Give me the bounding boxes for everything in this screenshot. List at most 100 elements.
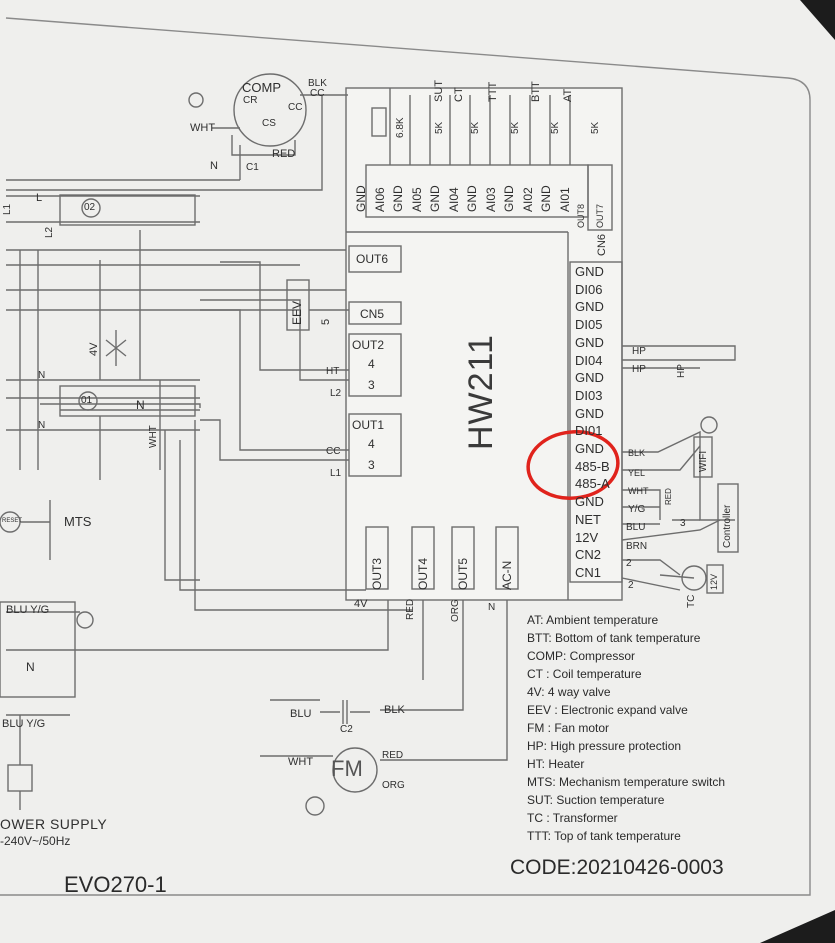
resistor-label: 6.8K bbox=[395, 117, 406, 138]
eev-label: EEV bbox=[290, 300, 304, 325]
thermistor-5k-2: 5K bbox=[470, 121, 481, 134]
left-l2-label: L2 bbox=[44, 226, 55, 238]
left-l1-label: L1 bbox=[2, 203, 13, 215]
bottom-n-label: N bbox=[488, 602, 496, 613]
top-pin-label: GND bbox=[354, 185, 368, 212]
eev-pins-label: 5 bbox=[320, 318, 332, 325]
relay-01-label: 01 bbox=[81, 395, 93, 406]
wire-brn-label: BRN bbox=[626, 541, 648, 552]
fan-label: FM bbox=[331, 756, 363, 781]
fan-org-label: ORG bbox=[382, 780, 405, 791]
top-pin-label: AI05 bbox=[409, 187, 424, 212]
thermistor-5k-3: 5K bbox=[510, 121, 521, 134]
wires bbox=[0, 73, 739, 816]
comp-wht-label: WHT bbox=[190, 122, 216, 134]
right-pin-label: GND bbox=[575, 299, 604, 315]
comp-cc-label: CC bbox=[288, 102, 303, 113]
top-pin-label: AI01 bbox=[557, 187, 572, 212]
fan-red-label: RED bbox=[382, 750, 404, 761]
power-supply-title: OWER SUPPLY bbox=[0, 816, 108, 832]
sensor-ct-label: CT bbox=[453, 87, 465, 102]
comp-blk-label: BLK bbox=[308, 78, 327, 89]
right-pin-label: DI03 bbox=[575, 387, 603, 403]
model-name: EVO270-1 bbox=[64, 872, 167, 897]
compressor-symbol bbox=[233, 73, 307, 147]
inner-frame bbox=[0, 17, 811, 896]
wire-num-2b: 2 bbox=[628, 580, 634, 591]
out3-label: OUT3 bbox=[370, 557, 384, 590]
left-n-label-2: N bbox=[38, 420, 46, 431]
left-n-label-1: N bbox=[38, 370, 46, 381]
comp-cs-label: CS bbox=[262, 118, 276, 129]
out2-pin-3: 3 bbox=[368, 378, 375, 392]
legend-entry: SUT: Suction temperature bbox=[527, 793, 665, 807]
transformer-12v-label: 12V bbox=[709, 573, 719, 590]
board-outline bbox=[345, 87, 623, 601]
legend-entry: EEV : Electronic expand valve bbox=[527, 703, 688, 717]
right-pin-label: DI04 bbox=[575, 352, 603, 368]
comp-cc-top-label: CC bbox=[310, 88, 325, 99]
annotation-red-circle bbox=[526, 430, 620, 500]
right-pin-label: GND bbox=[575, 441, 604, 456]
legend-entry: AT: Ambient temperature bbox=[527, 613, 659, 627]
right-pin-label: DI01 bbox=[575, 423, 603, 439]
sensor-sut-label: SUT bbox=[433, 80, 445, 102]
wire-blu-label: BLU bbox=[626, 522, 646, 533]
cc-right-label: CC bbox=[326, 446, 341, 457]
relay-02-label: 02 bbox=[84, 202, 96, 213]
sensor-btt-label: BTT bbox=[530, 81, 542, 102]
legend-entry: MTS: Mechanism temperature switch bbox=[527, 775, 726, 789]
top-pin-label: OUT8 bbox=[576, 203, 586, 228]
right-pin-label: GND bbox=[575, 264, 604, 279]
wire-red-label: RED bbox=[664, 488, 673, 505]
wire-yg-label: Y/G bbox=[628, 504, 646, 515]
blu-yg-label-top: BLU Y/G bbox=[6, 604, 50, 616]
legend-entry: TC : Transformer bbox=[527, 811, 618, 825]
top-pin-label: AI06 bbox=[372, 187, 387, 212]
legend-entry: FM : Fan motor bbox=[527, 721, 610, 735]
wire-num-3: 3 bbox=[680, 518, 686, 529]
wire-wht-label: WHT bbox=[628, 486, 649, 496]
hp-label-2: HP bbox=[632, 364, 646, 375]
comp-red-label: RED bbox=[272, 148, 296, 160]
top-pin-label: OUT7 bbox=[594, 203, 605, 228]
right-pin-label: GND bbox=[575, 334, 604, 350]
top-pin-label: AI03 bbox=[483, 187, 498, 212]
top-pin-label: AI02 bbox=[520, 187, 535, 212]
left-l-label: L bbox=[36, 192, 43, 204]
fan-wht-label: WHT bbox=[288, 756, 314, 768]
fan-blk-label: BLK bbox=[384, 704, 405, 716]
right-pin-label: 12V bbox=[575, 529, 599, 545]
right-pin-label: CN1 bbox=[575, 564, 602, 580]
fan-motor-symbol bbox=[332, 747, 378, 793]
out1-label: OUT1 bbox=[352, 418, 385, 432]
out6-label: OUT6 bbox=[356, 252, 389, 266]
legend-entry: HP: High pressure protection bbox=[527, 739, 682, 753]
acn-label: AC-N bbox=[500, 560, 514, 590]
legend-entry: BTT: Bottom of tank temperature bbox=[527, 631, 701, 645]
thermistor-5k-1: 5K bbox=[434, 121, 445, 134]
fourv-bottom-label: 4V bbox=[354, 598, 368, 610]
legend-entry: COMP: Compressor bbox=[527, 649, 636, 663]
comp-c1-label: C1 bbox=[246, 162, 259, 173]
fan-c2-label: C2 bbox=[340, 724, 353, 735]
right-pin-label: GND bbox=[575, 370, 604, 386]
legend-entry: TTT: Top of tank temperature bbox=[527, 829, 681, 843]
right-pin-label: DI06 bbox=[575, 281, 603, 297]
right-pin-label: DI05 bbox=[575, 317, 603, 333]
right-pin-label: CN2 bbox=[575, 547, 602, 563]
right-pin-label: GND bbox=[575, 405, 604, 421]
cn5-label: CN5 bbox=[360, 307, 385, 321]
fourv-left-label: 4V bbox=[88, 342, 100, 356]
out5-label: OUT5 bbox=[456, 557, 470, 590]
fan-blu-label: BLU bbox=[290, 708, 312, 720]
hp-label-1: HP bbox=[632, 346, 646, 357]
right-pin-label: 485-A bbox=[575, 476, 610, 492]
cn6-label: CN6 bbox=[596, 233, 608, 256]
sensor-ttt-label: TTT bbox=[487, 81, 499, 102]
wifi-label: WIFI bbox=[698, 450, 709, 472]
mts-label: MTS bbox=[64, 514, 92, 529]
out1-pin-4: 4 bbox=[368, 437, 375, 451]
thermistor-5k-5: 5K bbox=[590, 121, 601, 134]
l2-right-label: L2 bbox=[330, 388, 342, 399]
